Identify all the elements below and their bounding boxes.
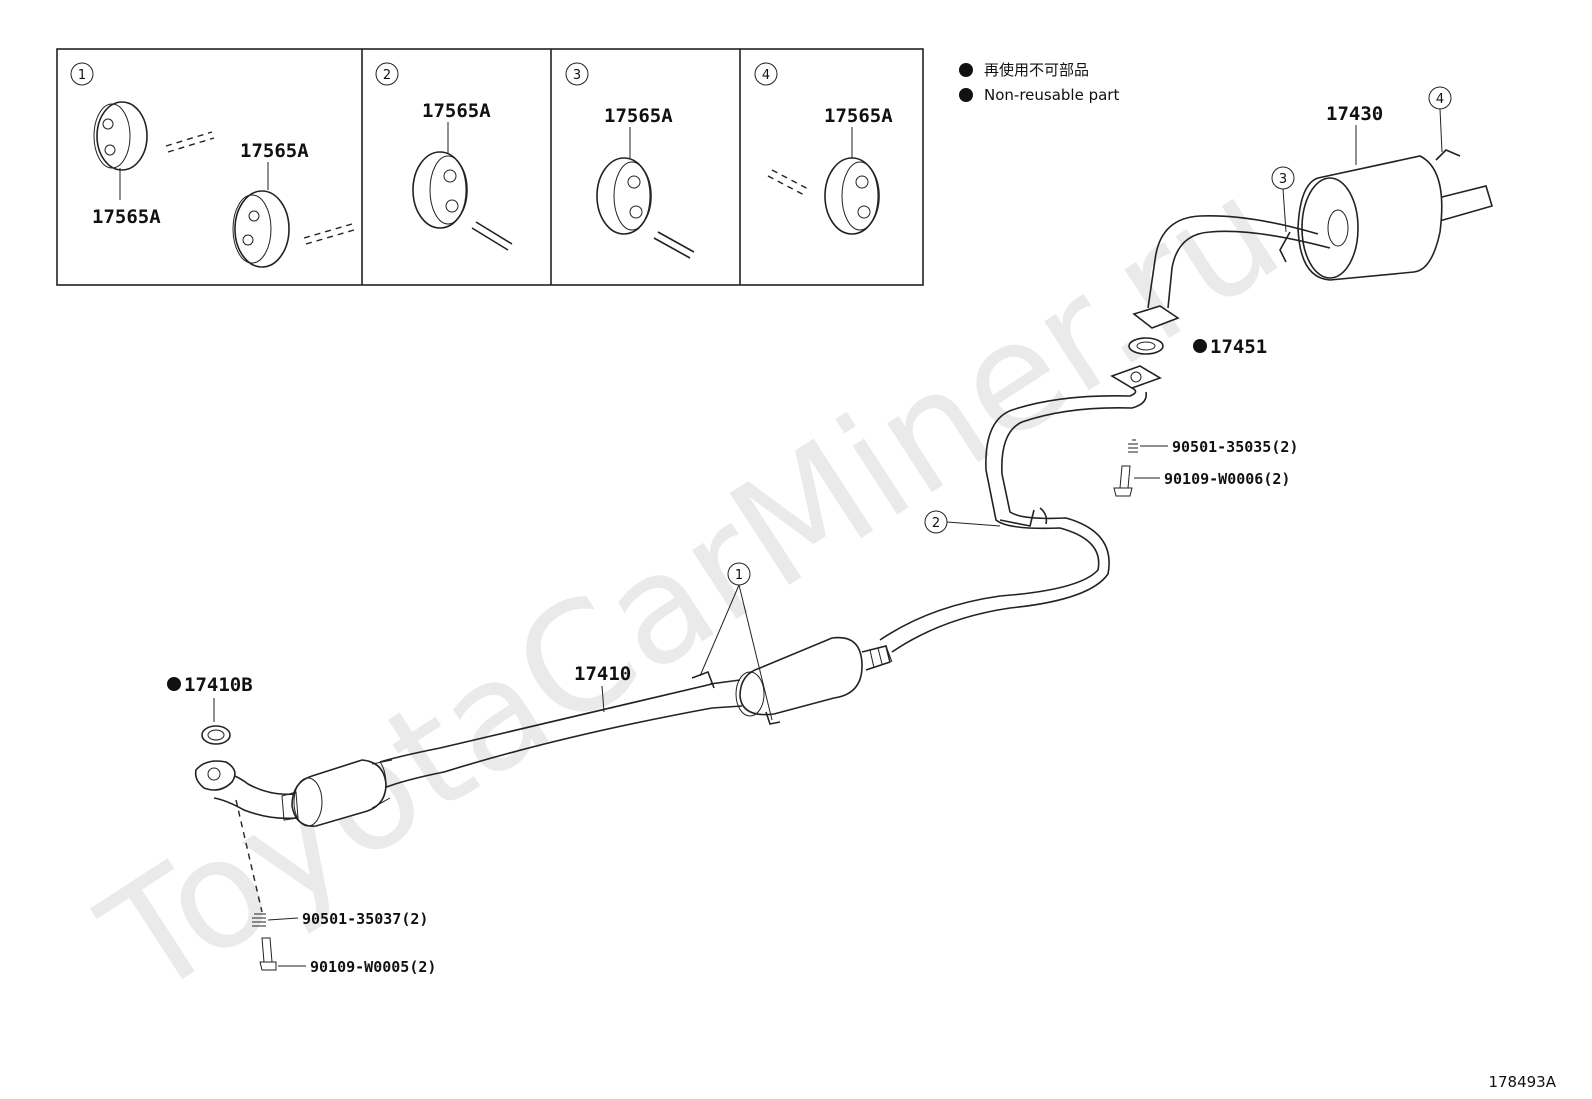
part-label-17565a-3: 17565A (604, 105, 673, 127)
part-label-17430: 17430 (1326, 103, 1383, 125)
part-label-90501-35035: 90501-35035(2) (1172, 438, 1298, 456)
part-label-17410b: 17410B (184, 674, 253, 696)
legend-english: Non-reusable part (984, 86, 1119, 104)
part-label-90501-35037: 90501-35037(2) (302, 910, 428, 928)
svg-text:4: 4 (1436, 92, 1444, 107)
svg-text:3: 3 (1279, 172, 1287, 187)
front-fasteners: 90501-35037(2) 90109-W0005(2) (252, 910, 436, 976)
inset-panel-3: 3 17565A (565, 62, 695, 259)
hanger-rubber-icon (824, 157, 880, 235)
part-label-17565a-1a: 17565A (92, 206, 161, 228)
svg-text:4: 4 (762, 68, 770, 83)
inset-panel-4: 4 17565A (754, 62, 893, 235)
center-pipe: 2 90501-35035(2) 90109-W0006(2) (879, 365, 1298, 653)
non-reusable-dot-icon (959, 88, 973, 102)
svg-text:1: 1 (735, 568, 743, 583)
legend: 再使用不可部品 Non-reusable part (959, 61, 1119, 104)
part-label-17565a-1b: 17565A (240, 140, 309, 162)
hanger-rubber-icon (93, 101, 148, 171)
non-reusable-dot-icon (1193, 339, 1207, 353)
inset-panel-1: 1 17565A 17565A (70, 62, 355, 268)
inset-panels: 1 17565A 17565A 2 (56, 48, 924, 286)
hanger-rubber-icon (412, 151, 468, 229)
front-pipe-assembly: 1 17410 (194, 562, 893, 913)
gasket-front: 17410B (167, 674, 253, 745)
svg-text:2: 2 (383, 68, 391, 83)
part-label-17565a-4: 17565A (824, 105, 893, 127)
svg-text:1: 1 (78, 68, 86, 83)
muffler-assembly: 17430 4 3 (1132, 86, 1493, 329)
non-reusable-dot-icon (959, 63, 973, 77)
part-label-90109-w0006: 90109-W0006(2) (1164, 470, 1290, 488)
inset-panel-2: 2 17565A (375, 62, 513, 251)
hanger-rubber-icon (596, 157, 652, 235)
part-label-17565a-2: 17565A (422, 100, 491, 122)
part-label-17451: 17451 (1210, 336, 1267, 358)
svg-text:2: 2 (932, 516, 940, 531)
non-reusable-dot-icon (167, 677, 181, 691)
part-label-90109-w0005: 90109-W0005(2) (310, 958, 436, 976)
figure-id: 178493A (1488, 1073, 1556, 1091)
hanger-rubber-icon (232, 190, 290, 268)
legend-japanese: 再使用不可部品 (984, 61, 1089, 79)
svg-text:3: 3 (573, 68, 581, 83)
part-label-17410: 17410 (574, 663, 631, 685)
gasket-rear: 17451 (1128, 336, 1267, 358)
